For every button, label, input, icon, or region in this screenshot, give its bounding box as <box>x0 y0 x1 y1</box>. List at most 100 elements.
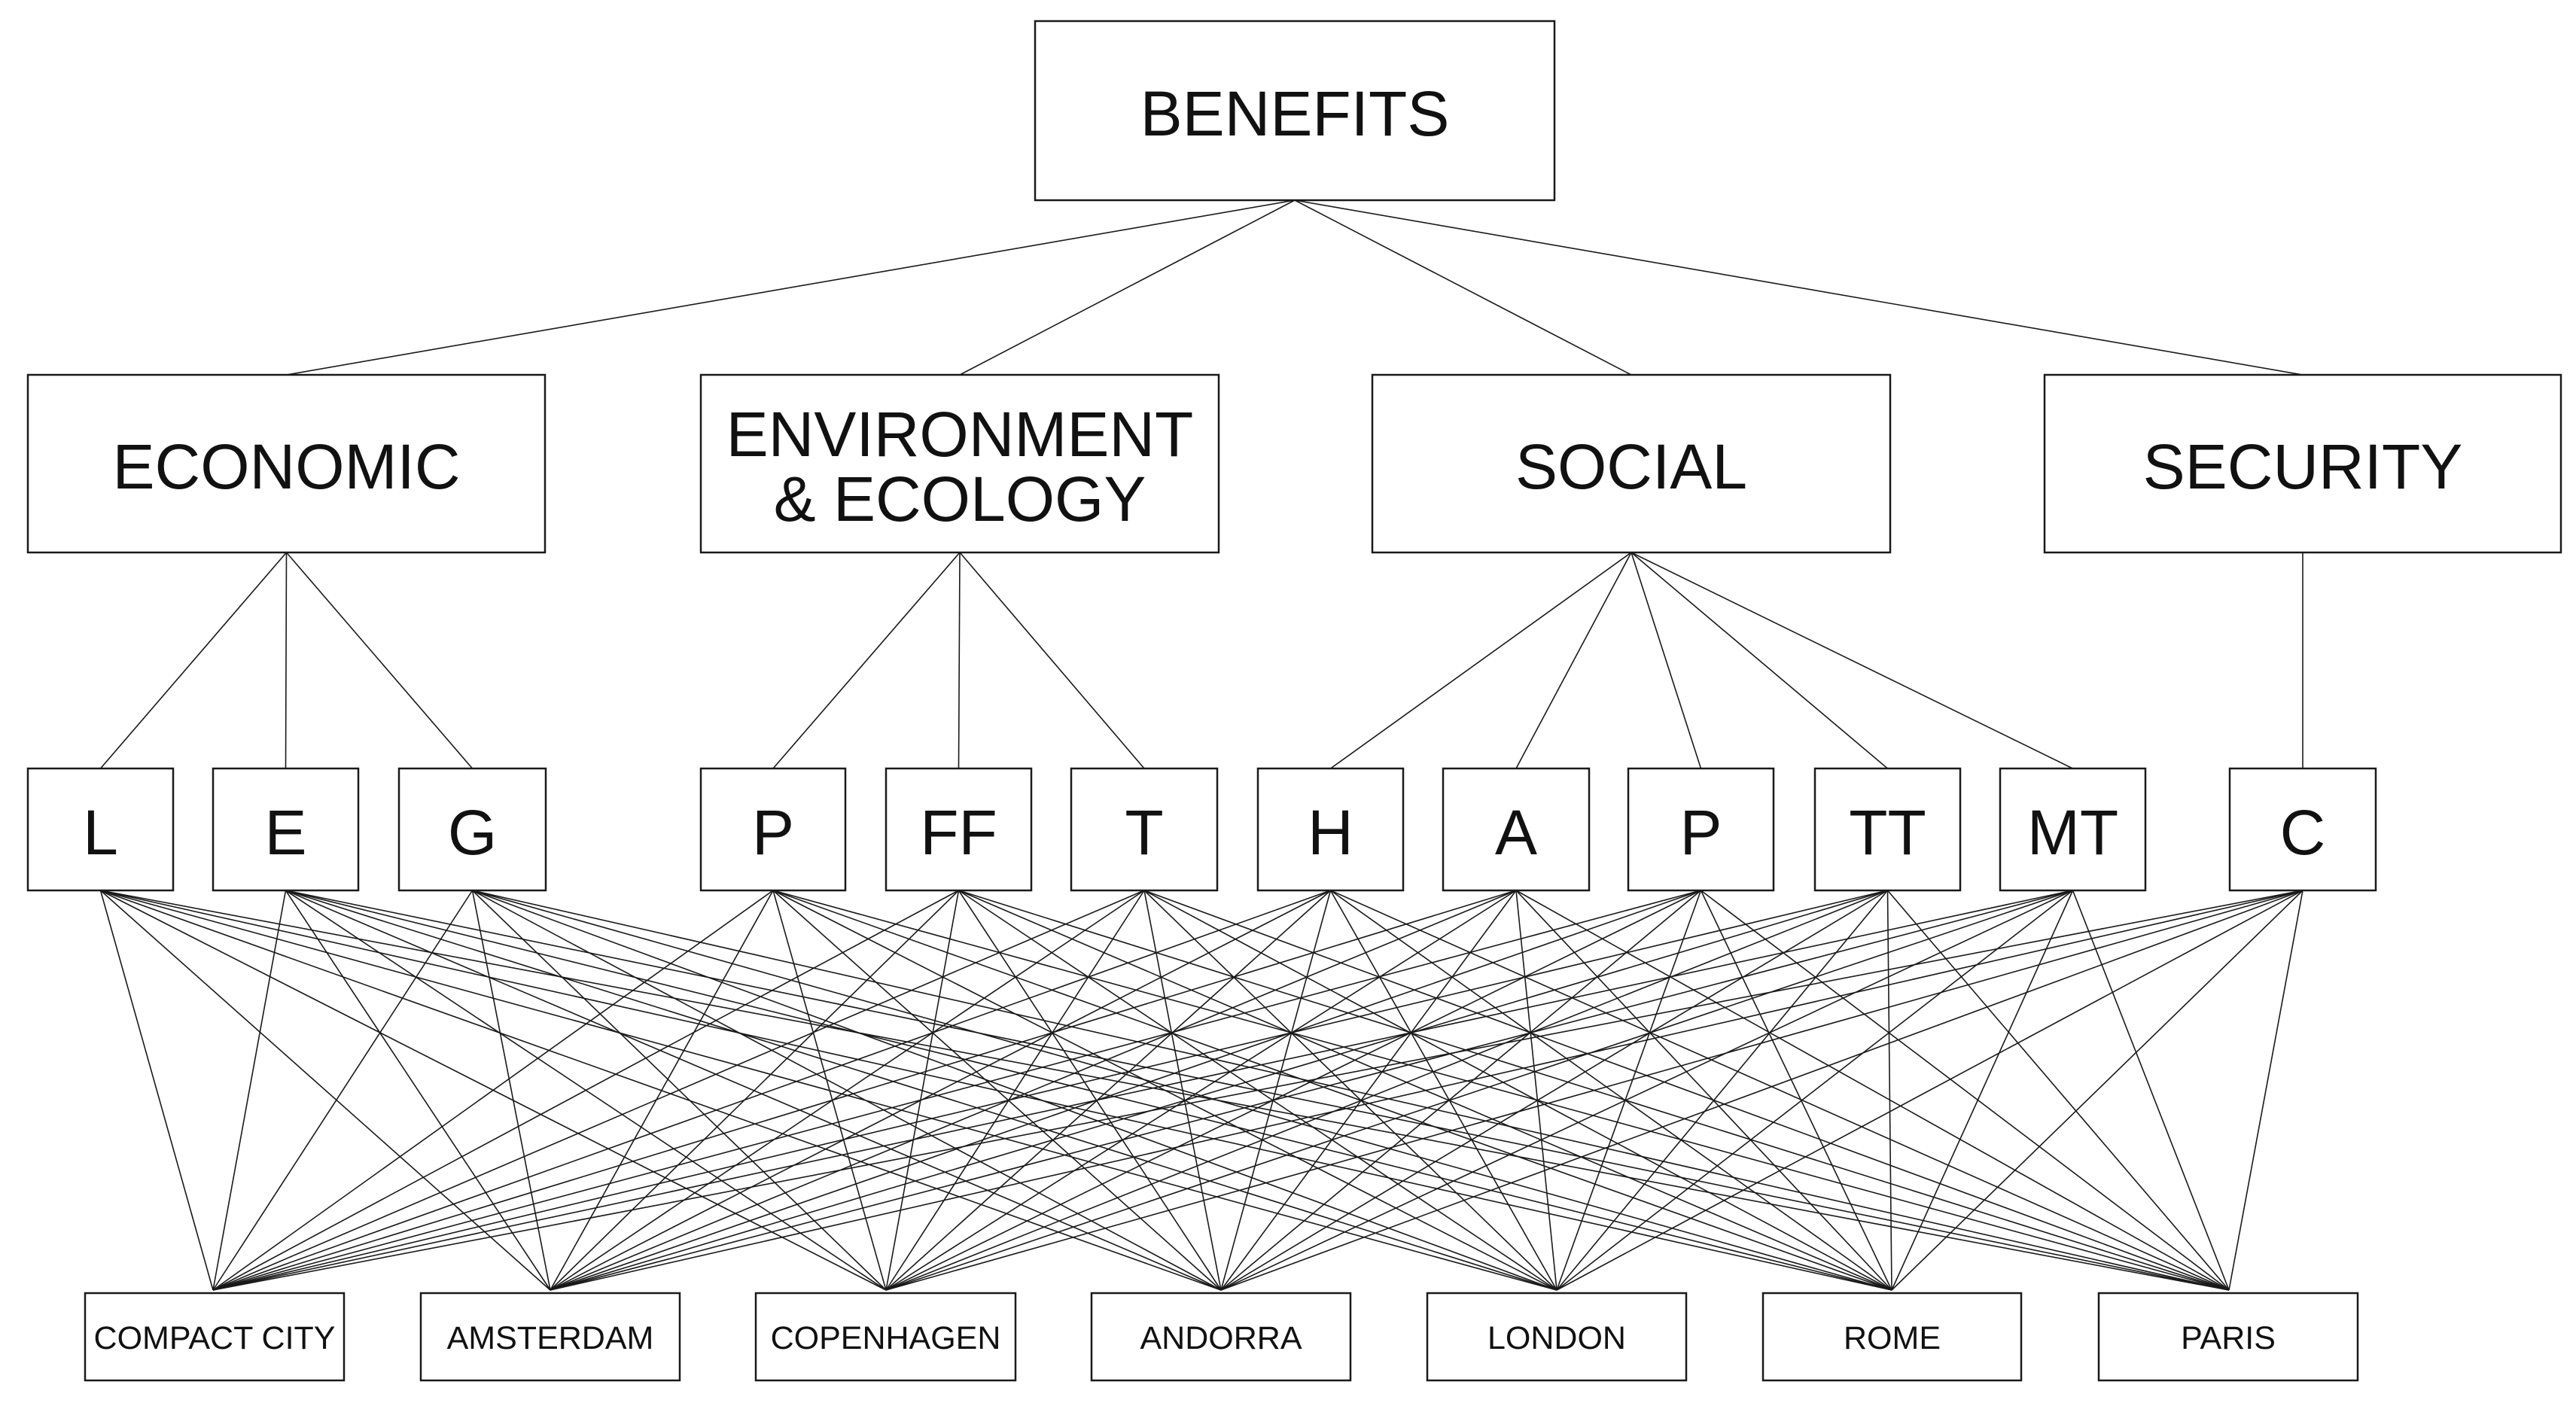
nodes-layer: BENEFITS ECONOMIC ENVIRONMENT& ECOLOGY SOCI… <box>26 20 2562 1382</box>
edge-E-london <box>285 890 1557 1291</box>
edge-social-A <box>1515 552 1632 769</box>
edge-G-compact-city <box>212 890 473 1291</box>
category-security-box <box>2043 373 2562 554</box>
edge-benefits-social <box>1294 199 1632 376</box>
alt-copenhagen-label: COPENHAGEN <box>771 1320 1001 1356</box>
sub-P2-label: P <box>1679 797 1722 868</box>
edge-social-TT <box>1631 552 1889 769</box>
edge-MT-paris <box>2072 890 2230 1291</box>
alt-amsterdam-box <box>419 1292 681 1382</box>
sub-T-label: T <box>1125 797 1163 868</box>
edge-G-amsterdam <box>471 890 551 1291</box>
edge-TT-london <box>1556 890 1889 1291</box>
edge-H-copenhagen <box>885 890 1332 1291</box>
edge-C-rome <box>1891 890 2303 1291</box>
edge-P2-rome <box>1700 890 1892 1291</box>
category-environment-label: ENVIRONMENT <box>726 399 1194 470</box>
edge-A-paris <box>1515 890 2230 1291</box>
sub-MT-label: MT <box>2027 797 2118 868</box>
edge-TT-copenhagen <box>885 890 1888 1291</box>
sub-G-label: G <box>448 797 497 868</box>
edge-H-rome <box>1330 890 1892 1291</box>
sub-L-label: L <box>83 797 118 868</box>
sub-FF-label: FF <box>920 797 997 868</box>
edge-P1-compact-city <box>212 890 774 1291</box>
edge-T-copenhagen <box>885 890 1145 1291</box>
sub-E-box <box>212 767 360 892</box>
edge-T-amsterdam <box>550 890 1145 1291</box>
category-security-label: SECURITY <box>2143 431 2463 502</box>
alt-compact-city-label: COMPACT CITY <box>94 1320 336 1356</box>
alt-rome-label: ROME <box>1844 1320 1941 1356</box>
edge-social-P2 <box>1631 552 1702 769</box>
edge-A-compact-city <box>212 890 1517 1291</box>
alt-london-label: LONDON <box>1487 1320 1626 1356</box>
sub-L-box <box>26 767 175 892</box>
edge-MT-copenhagen <box>885 890 2073 1291</box>
edge-MT-andorra <box>1220 890 2073 1291</box>
edge-P2-amsterdam <box>550 890 1701 1291</box>
sub-P1-label: P <box>752 797 794 868</box>
alt-rome-box <box>1761 1292 2023 1382</box>
edge-L-andorra <box>100 890 1222 1291</box>
edge-A-london <box>1515 890 1557 1291</box>
edge-T-london <box>1143 890 1557 1291</box>
edges-layer <box>99 199 2303 1291</box>
sub-TT-label: TT <box>1849 797 1926 868</box>
edge-TT-compact-city <box>212 890 1888 1291</box>
edge-H-andorra <box>1220 890 1332 1291</box>
edge-P1-amsterdam <box>550 890 774 1291</box>
edge-C-copenhagen <box>885 890 2303 1291</box>
edge-MT-london <box>1556 890 2073 1291</box>
edge-FF-andorra <box>958 890 1222 1291</box>
edge-E-amsterdam <box>285 890 551 1291</box>
sub-P2-box <box>1627 767 1775 892</box>
edge-T-andorra <box>1143 890 1222 1291</box>
edge-C-london <box>1556 890 2303 1291</box>
sub-P1-box <box>699 767 847 892</box>
alt-copenhagen-box <box>754 1292 1017 1382</box>
edge-MT-rome <box>1891 890 2074 1291</box>
sub-A-label: A <box>1495 797 1537 868</box>
edge-TT-paris <box>1886 890 2230 1291</box>
edge-environment-T <box>959 552 1145 769</box>
sub-C-box <box>2228 767 2377 892</box>
edge-benefits-security <box>1294 199 2303 376</box>
edge-environment-P1 <box>772 552 961 769</box>
edge-P1-london <box>772 890 1557 1291</box>
edge-E-compact-city <box>212 890 287 1291</box>
category-economic-label: ECONOMIC <box>113 431 461 502</box>
sub-G-box <box>397 767 547 892</box>
edge-TT-andorra <box>1220 890 1888 1291</box>
alt-london-box <box>1426 1292 1688 1382</box>
edge-H-paris <box>1330 890 2230 1291</box>
benefits-label: BENEFITS <box>1140 78 1450 149</box>
alt-compact-city-box <box>84 1292 346 1382</box>
edge-MT-amsterdam <box>550 890 2073 1291</box>
edge-T-rome <box>1143 890 1892 1291</box>
edge-FF-copenhagen <box>885 890 960 1291</box>
edge-MT-compact-city <box>212 890 2073 1291</box>
edge-P1-rome <box>772 890 1892 1291</box>
edge-C-paris <box>2228 890 2303 1291</box>
edge-A-amsterdam <box>550 890 1517 1291</box>
alt-andorra-box <box>1090 1292 1352 1382</box>
edge-P1-andorra <box>772 890 1222 1291</box>
edge-economic-L <box>99 552 288 769</box>
edge-C-amsterdam <box>550 890 2303 1291</box>
edge-A-rome <box>1515 890 1892 1291</box>
edge-benefits-economic <box>286 199 1296 376</box>
edge-L-rome <box>100 890 1892 1291</box>
edge-C-compact-city <box>212 890 2303 1291</box>
sub-C-label: C <box>2280 797 2326 868</box>
edge-TT-amsterdam <box>550 890 1888 1291</box>
edge-P2-paris <box>1701 890 2230 1291</box>
edge-E-rome <box>285 890 1892 1291</box>
edge-P2-andorra <box>1220 890 1702 1291</box>
sub-E-label: E <box>264 797 306 868</box>
edge-FF-compact-city <box>212 890 959 1291</box>
edge-H-compact-city <box>212 890 1331 1291</box>
category-social-label: SOCIAL <box>1515 431 1747 502</box>
category-environment-label: & ECOLOGY <box>774 464 1146 534</box>
